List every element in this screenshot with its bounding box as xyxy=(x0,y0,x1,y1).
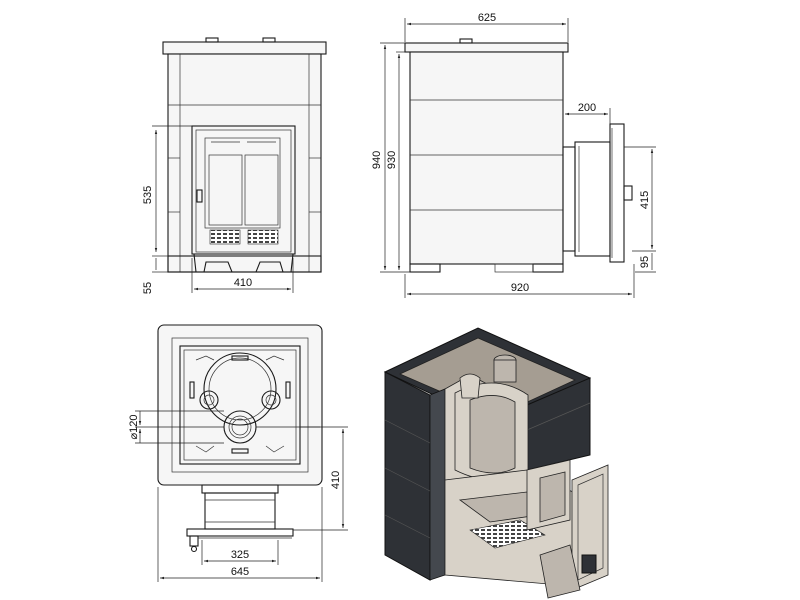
front-legs xyxy=(193,253,294,273)
dim-side-overall-height: 940 xyxy=(371,151,383,169)
front-top-knob-right xyxy=(262,37,276,43)
dim-side-body-height: 930 xyxy=(386,151,398,169)
dim-side-tunnel-length: 200 xyxy=(578,102,596,114)
dim-front-door-height: 535 xyxy=(142,186,154,204)
front-top-slab xyxy=(162,41,327,55)
dim-front-door-width: 410 xyxy=(234,277,252,289)
dim-top-tunnel-depth: 410 xyxy=(330,471,342,489)
cutaway-grate xyxy=(469,519,546,549)
front-view: 535 55 410 xyxy=(142,37,327,294)
ash-grate-right xyxy=(247,229,279,245)
dim-front-leg-height: 55 xyxy=(142,282,154,294)
top-tunnel-door xyxy=(186,528,294,537)
side-body xyxy=(409,51,564,265)
cutaway-3d-view xyxy=(383,327,609,599)
top-stone-basket xyxy=(203,352,277,426)
dim-side-tunnel-height: 415 xyxy=(639,191,651,209)
front-body xyxy=(167,53,322,273)
top-hearth-frame xyxy=(179,345,301,465)
side-top-slab xyxy=(404,42,569,53)
dim-side-tunnel-offset: 95 xyxy=(639,256,651,268)
side-door-handle xyxy=(623,185,633,201)
top-view: ⌀120 410 325 645 xyxy=(128,324,348,582)
dim-top-tunnel-width: 325 xyxy=(231,549,249,561)
front-top-knob-left xyxy=(205,37,219,43)
side-tunnel-collar xyxy=(562,146,576,252)
door-handle xyxy=(196,189,203,203)
dim-side-overall-depth: 920 xyxy=(511,282,529,294)
side-view: 625 940 930 200 415 95 920 xyxy=(371,12,656,298)
door-glass xyxy=(204,137,281,229)
dim-flue-diameter: ⌀120 xyxy=(128,415,140,440)
cutaway-left-wall xyxy=(384,371,431,581)
dim-top-overall-width: 645 xyxy=(231,566,249,578)
top-tunnel xyxy=(204,492,276,530)
top-outline xyxy=(157,324,323,486)
dim-side-top-width: 625 xyxy=(478,12,496,24)
side-tunnel xyxy=(574,141,611,257)
ash-grate-left xyxy=(209,229,241,245)
